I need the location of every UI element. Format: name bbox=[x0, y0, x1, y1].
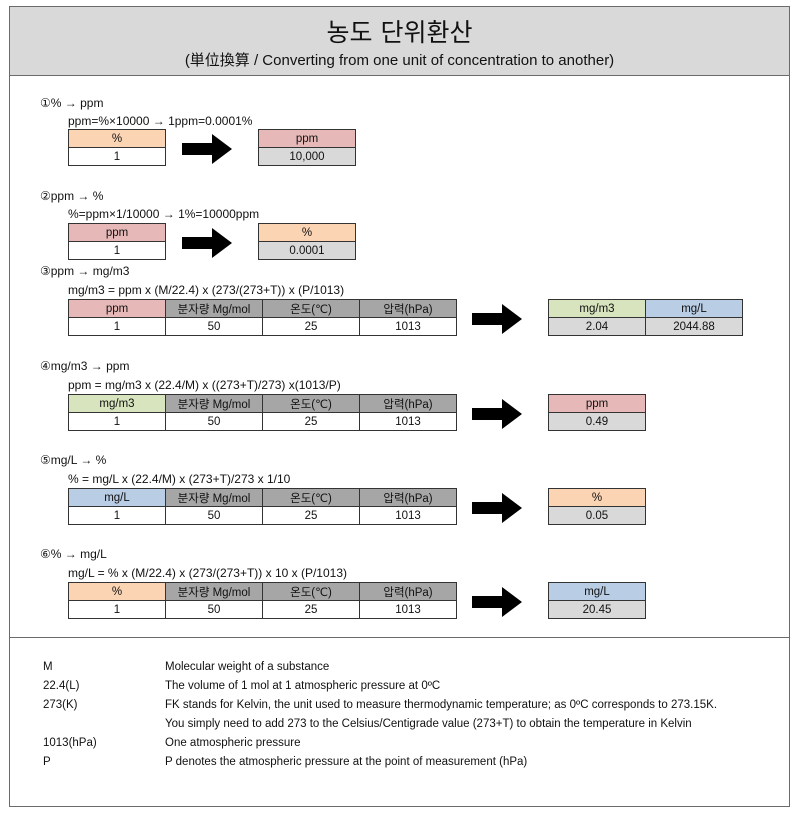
input-header-temperature: 온도(℃) bbox=[262, 299, 360, 318]
legend-term: 22.4(L) bbox=[43, 680, 80, 692]
output-value-mg-l: 20.45 bbox=[548, 600, 646, 619]
input-header-mg-m3: mg/m3 bbox=[68, 394, 166, 413]
input-value-percent[interactable]: 1 bbox=[68, 147, 166, 166]
output-header-ppm: ppm bbox=[548, 394, 646, 413]
input-header-pressure: 압력(hPa) bbox=[359, 394, 457, 413]
section-2-output-table: % 0.0001 bbox=[258, 223, 356, 260]
section-4-formula: ppm = mg/m3 x (22.4/M) x ((273+T)/273) x… bbox=[68, 378, 341, 392]
input-value-molecular-weight[interactable]: 50 bbox=[165, 506, 263, 525]
input-header-molecular-weight: 분자량 Mg/mol bbox=[165, 582, 263, 601]
arrow-right-icon bbox=[472, 493, 522, 523]
section-5-heading: ⑤mg/L → % bbox=[40, 453, 107, 467]
input-value-temperature[interactable]: 25 bbox=[262, 506, 360, 525]
input-value-temperature[interactable]: 25 bbox=[262, 412, 360, 431]
section-6-formula: mg/L = % x (M/22.4) x (273/(273+T)) x 10… bbox=[68, 566, 347, 580]
input-value-pressure[interactable]: 1013 bbox=[359, 412, 457, 431]
input-value-pressure[interactable]: 1013 bbox=[359, 600, 457, 619]
input-value-pressure[interactable]: 1013 bbox=[359, 317, 457, 336]
legend-description: You simply need to add 273 to the Celsiu… bbox=[165, 718, 692, 730]
arrow-right-icon bbox=[472, 304, 522, 334]
section-5-output-table: % 0.05 bbox=[548, 488, 646, 525]
legend-term: 1013(hPa) bbox=[43, 737, 97, 749]
header: 농도 단위환산 (単位換算 / Converting from one unit… bbox=[10, 7, 789, 76]
input-value-ppm[interactable]: 1 bbox=[68, 241, 166, 260]
input-header-molecular-weight: 분자량 Mg/mol bbox=[165, 394, 263, 413]
section-6-output-table: mg/L 20.45 bbox=[548, 582, 646, 619]
input-header-temperature: 온도(℃) bbox=[262, 488, 360, 507]
section-6-heading: ⑥% → mg/L bbox=[40, 547, 107, 561]
legend-description: P denotes the atmospheric pressure at th… bbox=[165, 756, 528, 768]
legend-description: FK stands for Kelvin, the unit used to m… bbox=[165, 699, 718, 711]
legend-term: 273(K) bbox=[43, 699, 78, 711]
input-value-ppm[interactable]: 1 bbox=[68, 317, 166, 336]
section-1-formula: ppm=%×10000 → 1ppm=0.0001% bbox=[68, 114, 253, 128]
page-subtitle: (単位換算 / Converting from one unit of conc… bbox=[184, 52, 615, 69]
section-3-input-table: ppm 분자량 Mg/mol 온도(℃) 압력(hPa) 1 50 25 101… bbox=[68, 299, 457, 336]
arrow-right-icon bbox=[472, 399, 522, 429]
input-header-percent: % bbox=[68, 582, 166, 601]
output-value-ppm: 10,000 bbox=[258, 147, 356, 166]
arrow-right-icon bbox=[472, 587, 522, 617]
input-value-mg-l[interactable]: 1 bbox=[68, 506, 166, 525]
legend-description: The volume of 1 mol at 1 atmospheric pre… bbox=[165, 680, 441, 692]
section-3-output-table: mg/m3 mg/L 2.04 2044.88 bbox=[548, 299, 743, 336]
input-header-ppm: ppm bbox=[68, 223, 166, 242]
input-header-temperature: 온도(℃) bbox=[262, 582, 360, 601]
section-3-formula: mg/m3 = ppm x (M/22.4) x (273/(273+T)) x… bbox=[68, 283, 345, 297]
section-1-heading: ①% → ppm bbox=[40, 96, 104, 110]
input-value-temperature[interactable]: 25 bbox=[262, 600, 360, 619]
output-value-mg-l: 2044.88 bbox=[645, 317, 743, 336]
output-header-mg-m3: mg/m3 bbox=[548, 299, 646, 318]
input-header-percent: % bbox=[68, 129, 166, 148]
legend-description: One atmospheric pressure bbox=[165, 737, 301, 749]
converter-sheet: 농도 단위환산 (単位換算 / Converting from one unit… bbox=[9, 6, 790, 807]
output-value-percent: 0.0001 bbox=[258, 241, 356, 260]
output-value-percent: 0.05 bbox=[548, 506, 646, 525]
input-header-ppm: ppm bbox=[68, 299, 166, 318]
legend-term: P bbox=[43, 756, 51, 768]
input-value-temperature[interactable]: 25 bbox=[262, 317, 360, 336]
input-header-pressure: 압력(hPa) bbox=[359, 488, 457, 507]
input-header-molecular-weight: 분자량 Mg/mol bbox=[165, 488, 263, 507]
output-header-percent: % bbox=[548, 488, 646, 507]
input-value-molecular-weight[interactable]: 50 bbox=[165, 412, 263, 431]
input-header-temperature: 온도(℃) bbox=[262, 394, 360, 413]
input-header-mg-l: mg/L bbox=[68, 488, 166, 507]
legend-term: M bbox=[43, 661, 53, 673]
output-header-mg-l: mg/L bbox=[645, 299, 743, 318]
section-6-input-table: % 분자량 Mg/mol 온도(℃) 압력(hPa) 1 50 25 1013 bbox=[68, 582, 457, 619]
input-value-mg-m3[interactable]: 1 bbox=[68, 412, 166, 431]
section-5-formula: % = mg/L x (22.4/M) x (273+T)/273 x 1/10 bbox=[68, 472, 291, 486]
output-header-percent: % bbox=[258, 223, 356, 242]
input-header-molecular-weight: 분자량 Mg/mol bbox=[165, 299, 263, 318]
section-5-input-table: mg/L 분자량 Mg/mol 온도(℃) 압력(hPa) 1 50 25 10… bbox=[68, 488, 457, 525]
section-2-input-table: ppm 1 bbox=[68, 223, 166, 260]
page-title: 농도 단위환산 bbox=[326, 18, 473, 47]
input-value-percent[interactable]: 1 bbox=[68, 600, 166, 619]
section-1-input-table: % 1 bbox=[68, 129, 166, 166]
arrow-right-icon bbox=[182, 134, 232, 164]
input-header-pressure: 압력(hPa) bbox=[359, 299, 457, 318]
output-value-mg-m3: 2.04 bbox=[548, 317, 646, 336]
input-value-molecular-weight[interactable]: 50 bbox=[165, 317, 263, 336]
input-value-molecular-weight[interactable]: 50 bbox=[165, 600, 263, 619]
divider bbox=[10, 637, 789, 638]
section-4-heading: ④mg/m3 → ppm bbox=[40, 359, 130, 373]
section-2-heading: ②ppm → % bbox=[40, 189, 104, 203]
input-value-pressure[interactable]: 1013 bbox=[359, 506, 457, 525]
output-value-ppm: 0.49 bbox=[548, 412, 646, 431]
section-4-output-table: ppm 0.49 bbox=[548, 394, 646, 431]
section-3-heading: ③ppm → mg/m3 bbox=[40, 264, 130, 278]
legend-description: Molecular weight of a substance bbox=[165, 661, 330, 673]
section-4-input-table: mg/m3 분자량 Mg/mol 온도(℃) 압력(hPa) 1 50 25 1… bbox=[68, 394, 457, 431]
arrow-right-icon bbox=[182, 228, 232, 258]
output-header-mg-l: mg/L bbox=[548, 582, 646, 601]
input-header-pressure: 압력(hPa) bbox=[359, 582, 457, 601]
section-1-output-table: ppm 10,000 bbox=[258, 129, 356, 166]
section-2-formula: %=ppm×1/10000 → 1%=10000ppm bbox=[68, 207, 260, 221]
output-header-ppm: ppm bbox=[258, 129, 356, 148]
